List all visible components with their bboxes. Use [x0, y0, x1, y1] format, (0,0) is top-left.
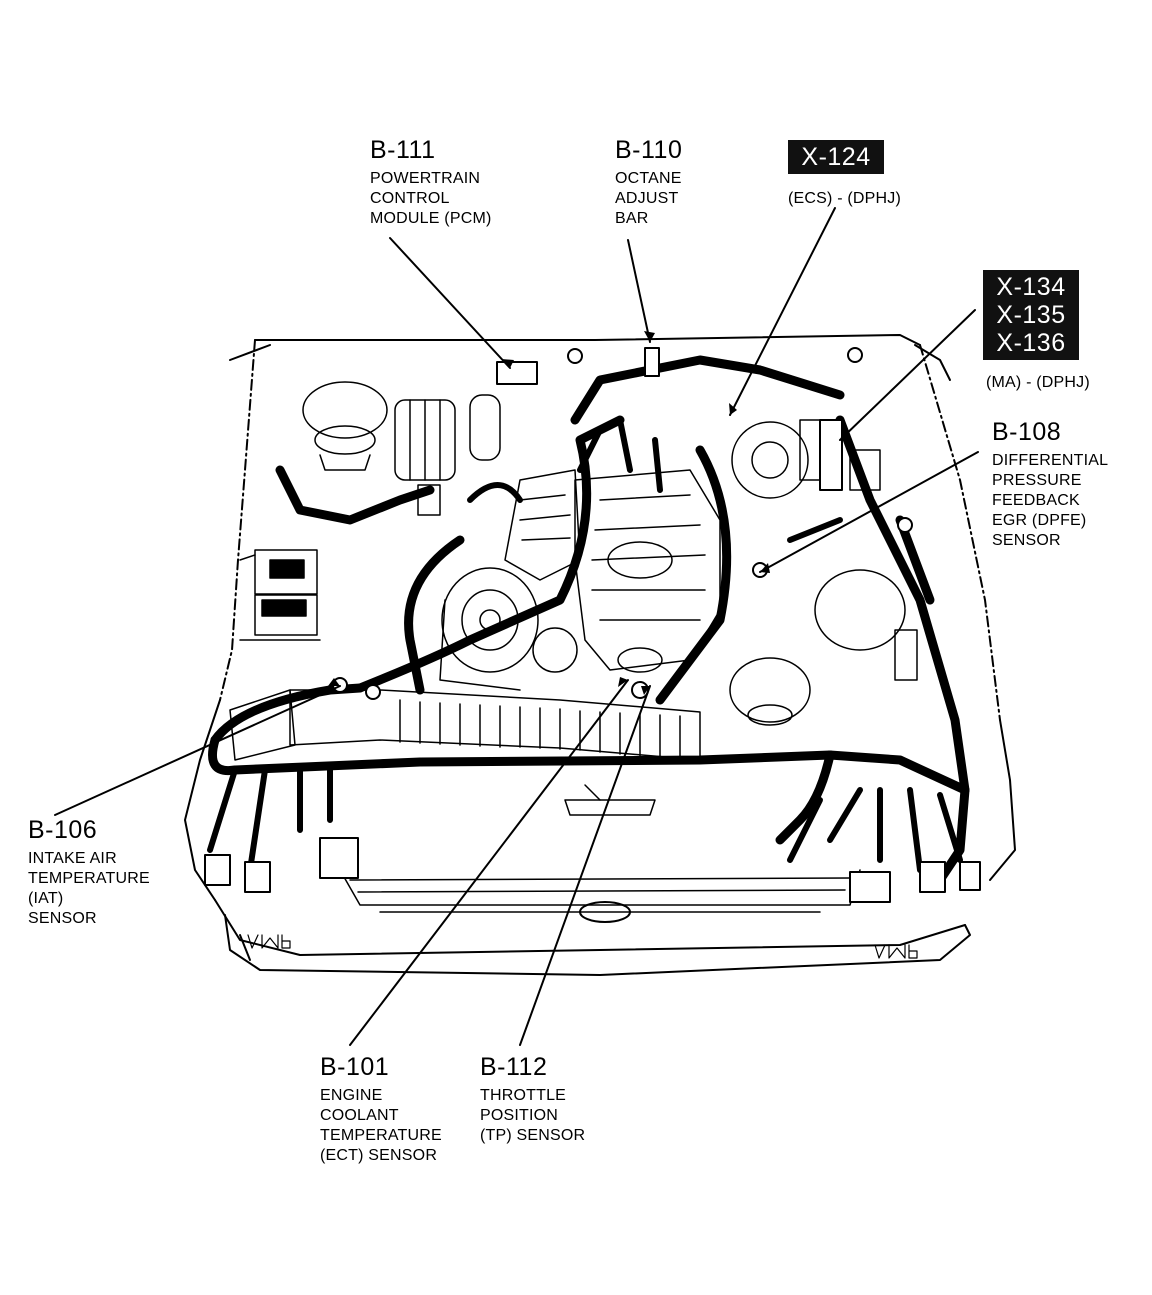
b110-desc: OCTANE ADJUST BAR: [615, 170, 682, 227]
callout-b112: B-112 THROTTLE POSITION (TP) SENSOR: [480, 1055, 585, 1146]
callout-b106: B-106 INTAKE AIR TEMPERATURE (IAT) SENSO…: [28, 818, 150, 929]
callout-x134-box: X-134 X-135 X-136: [983, 270, 1079, 360]
x134-code: X-134: [996, 273, 1066, 301]
b108-desc: DIFFERENTIAL PRESSURE FEEDBACK EGR (DPFE…: [992, 452, 1109, 549]
x124-code: X-124: [801, 143, 871, 171]
right-components: [729, 419, 918, 726]
harness-branches: [207, 417, 963, 873]
x134-sub: (MA) - (DPHJ): [986, 374, 1090, 391]
leader-lines: [54, 207, 979, 1046]
accessory-drive: [439, 567, 578, 691]
b108-code: B-108: [992, 418, 1062, 446]
b111-desc: POWERTRAIN CONTROL MODULE (PCM): [370, 170, 492, 227]
b112-code: B-112: [480, 1053, 548, 1081]
callout-x124-box: X-124: [788, 140, 884, 174]
b101-desc: ENGINE COOLANT TEMPERATURE (ECT) SENSOR: [320, 1087, 442, 1164]
callout-b110: B-110 OCTANE ADJUST BAR: [615, 138, 682, 229]
relay-boxes: [239, 549, 321, 641]
air-intake-duct: [229, 689, 701, 761]
b101-code: B-101: [320, 1053, 390, 1081]
body-outline: [184, 334, 1016, 976]
b112-desc: THROTTLE POSITION (TP) SENSOR: [480, 1087, 586, 1144]
callout-b108: B-108 DIFFERENTIAL PRESSURE FEEDBACK EGR…: [992, 420, 1108, 551]
callout-b101: B-101 ENGINE COOLANT TEMPERATURE (ECT) S…: [320, 1055, 442, 1166]
callout-b111: B-111 POWERTRAIN CONTROL MODULE (PCM): [370, 138, 492, 229]
connectors: [204, 347, 981, 903]
wiring-harness: [208, 355, 970, 885]
x124-sub: (ECS) - (DPHJ): [788, 190, 902, 207]
intake-manifold: [504, 469, 721, 673]
x135-code: X-135: [996, 301, 1066, 329]
brake-booster: [302, 381, 501, 516]
b111-code: B-111: [370, 136, 436, 164]
b106-desc: INTAKE AIR TEMPERATURE (IAT) SENSOR: [28, 850, 150, 927]
grille: [339, 784, 861, 923]
artist-initials: [247, 934, 918, 959]
b110-code: B-110: [615, 136, 683, 164]
b106-code: B-106: [28, 816, 98, 844]
x136-code: X-136: [996, 329, 1066, 357]
